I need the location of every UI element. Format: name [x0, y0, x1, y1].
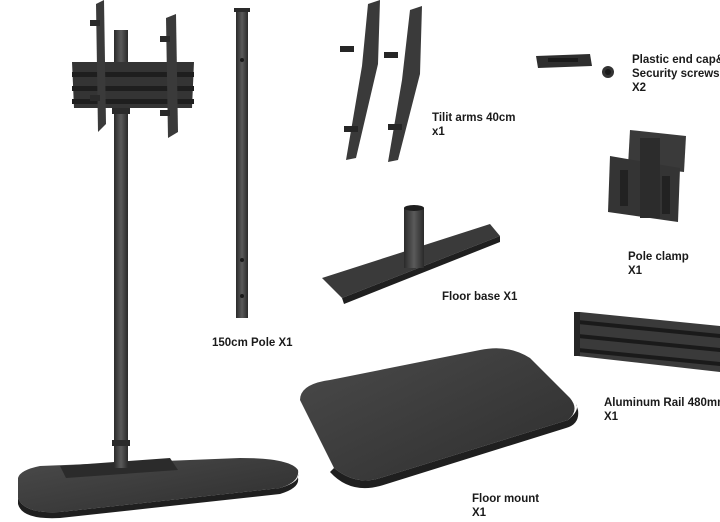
rail-label: Aluminum Rail 480mm X1 — [604, 396, 720, 424]
pole-clamp-label: Pole clamp X1 — [628, 250, 689, 278]
rail-label-line1: Aluminum Rail 480mm — [604, 397, 720, 409]
tilt-arms-label-line2: x1 — [432, 126, 445, 138]
assembled-stand — [18, 0, 299, 519]
floor-mount-label: Floor mount X1 — [472, 492, 539, 520]
pole-clamp-label-line2: X1 — [628, 265, 643, 277]
floor-mount-label-line1: Floor mount — [472, 493, 540, 505]
aluminum-rail-part — [574, 312, 720, 372]
tilt-arms-part — [340, 0, 422, 162]
end-cap-part — [536, 54, 614, 78]
floor-mount-label-line2: X1 — [472, 507, 487, 519]
tilt-arms-label-line1: Tilit arms 40cm — [432, 112, 516, 124]
floor-mount-part — [300, 348, 579, 489]
end-cap-label-line1: Plastic end cap& — [632, 54, 720, 66]
floor-base-part — [322, 205, 500, 304]
pole-part — [234, 8, 250, 318]
tilt-arms-label: Tilit arms 40cm x1 — [432, 111, 516, 139]
pole-label: 150cm Pole X1 — [212, 337, 293, 349]
end-cap-label-line3: X2 — [632, 82, 647, 94]
pole-clamp-label-line1: Pole clamp — [628, 251, 689, 263]
rail-label-line2: X1 — [604, 411, 619, 423]
pole-clamp-part — [608, 130, 686, 222]
end-cap-label-line2: Security screws — [632, 68, 720, 80]
floor-base-label: Floor base X1 — [442, 291, 518, 303]
end-cap-label: Plastic end cap& Security screws X2 — [632, 53, 720, 95]
